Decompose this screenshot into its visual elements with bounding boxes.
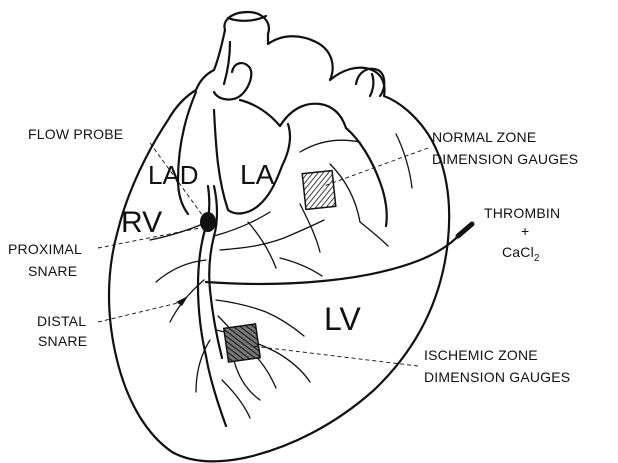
distal-snare-label-line1: DISTAL	[37, 313, 86, 329]
lad-label: LAD	[148, 160, 199, 190]
normal-zone-gauges	[302, 171, 336, 210]
flow-probe-label: FLOW PROBE	[28, 126, 123, 142]
distal-snare-marker	[176, 296, 188, 306]
coronary-vessels	[150, 164, 388, 426]
flow-probe-marker	[200, 212, 216, 232]
normal-zone-label-line1: NORMAL ZONE	[432, 129, 536, 145]
ischemic-zone-gauges	[224, 324, 260, 362]
catheter-tip	[458, 224, 472, 236]
la-label: LA	[240, 159, 275, 190]
proximal-snare-label-line1: PROXIMAL	[8, 241, 82, 257]
lv-label: LV	[324, 301, 361, 337]
ischemic-zone-label-line1: ISCHEMIC ZONE	[424, 347, 538, 363]
proximal-snare-label-line2: SNARE	[28, 263, 77, 279]
cacl2-label: CaCl2	[502, 244, 540, 264]
thrombin-label: THROMBIN	[484, 205, 560, 221]
thrombin-plus: +	[521, 223, 529, 239]
ischemic-zone-label-line2: DIMENSION GAUGES	[424, 369, 570, 385]
normal-zone-label-line2: DIMENSION GAUGES	[432, 151, 578, 167]
cacl-subscript: 2	[534, 253, 540, 264]
thrombin-catheter	[206, 228, 466, 284]
distal-snare-label-line2: SNARE	[38, 333, 87, 349]
rv-label: RV	[121, 206, 162, 239]
cacl-text: CaCl	[502, 244, 534, 260]
